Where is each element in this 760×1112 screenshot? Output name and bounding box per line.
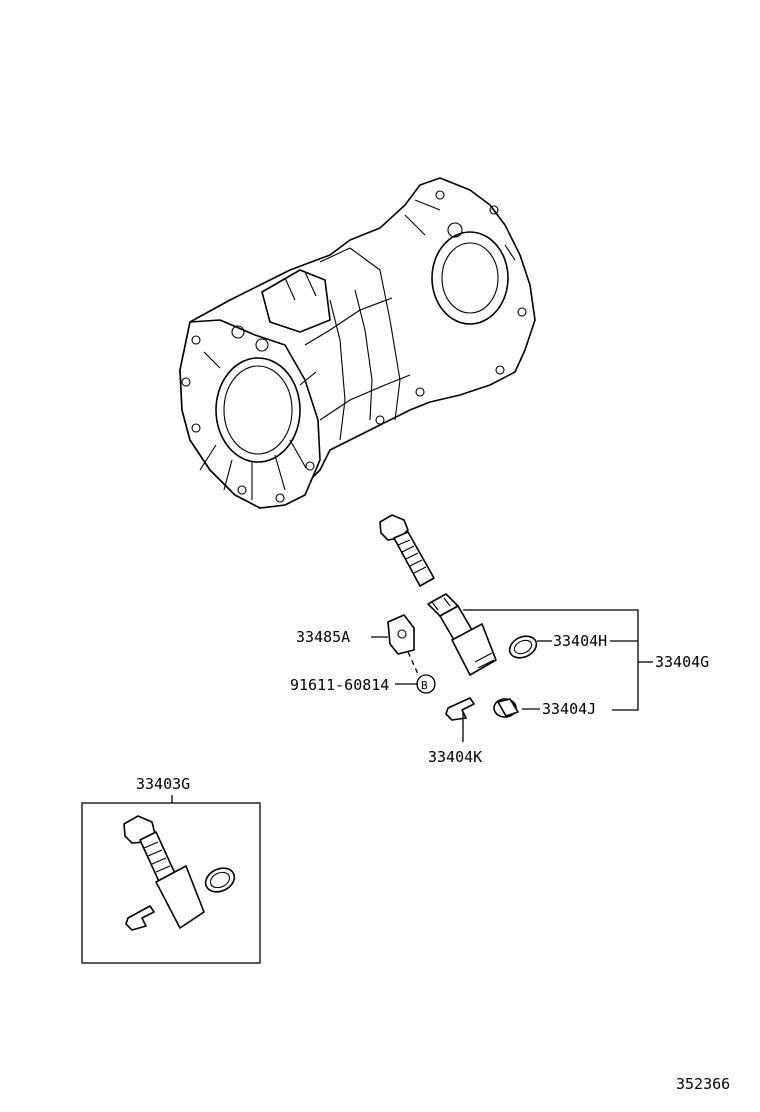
cap [493,698,519,718]
sleeve-assembly [427,593,497,676]
driven-gear-shaft [379,514,435,587]
label-bolt: 91611-60814 [290,676,389,694]
clip [445,697,475,721]
label-plate: 33485A [296,628,350,646]
o-ring [508,635,538,659]
label-kit: 33403G [136,775,190,793]
label-oring: 33404H [553,632,607,650]
label-bolt-ref: B [421,679,428,692]
transmission-case [179,177,536,509]
bolt-ref-circle [416,674,436,694]
label-cap: 33404J [542,700,596,718]
bolt-dash-line [407,651,419,675]
kit-box [81,802,261,964]
diagram-number: 352366 [676,1075,730,1093]
lock-plate [387,614,415,655]
label-clip: 33404K [428,748,482,766]
leader-lines [171,609,653,803]
label-assembly: 33404G [655,653,709,671]
